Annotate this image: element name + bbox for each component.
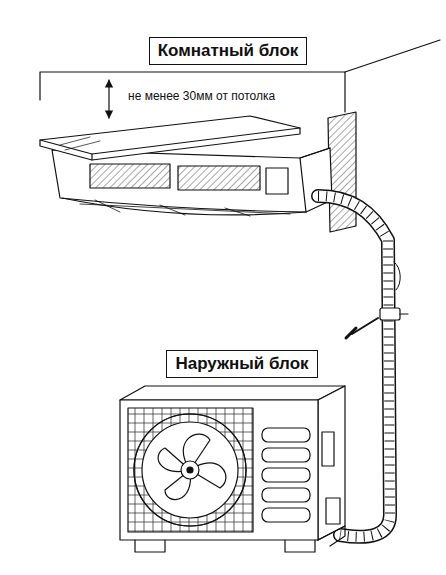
clearance-note: не менее 30мм от потолка	[126, 89, 277, 103]
mounting-plate	[328, 112, 356, 232]
ceiling-lines	[40, 40, 440, 112]
unit-title: Наружный блок	[175, 354, 308, 374]
indoor-unit	[40, 116, 332, 216]
unit-title-box: Комнатный блок	[149, 37, 308, 65]
pipe-clamp	[380, 308, 408, 320]
fixing-screw	[346, 318, 378, 338]
outdoor-unit	[120, 386, 345, 552]
clearance-arrow	[108, 80, 109, 118]
unit-title: Комнатный блок	[158, 41, 299, 61]
unit-title-box: Наружный блок	[166, 350, 317, 378]
